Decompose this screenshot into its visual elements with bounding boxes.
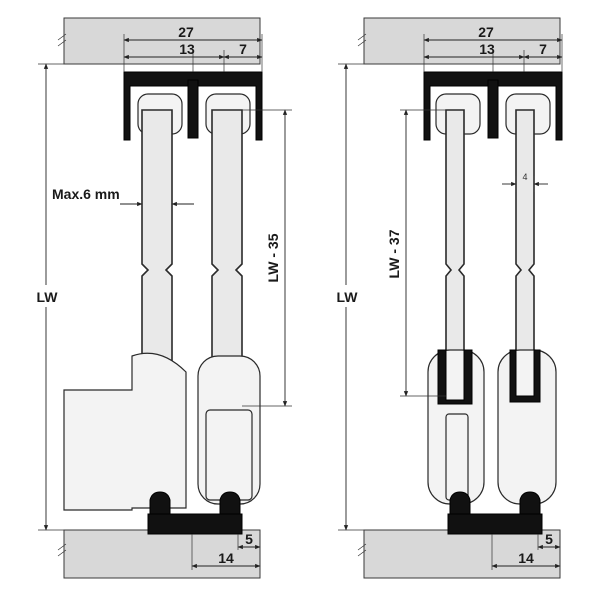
right-top-rail [423, 71, 563, 141]
right-glass-panels [445, 109, 535, 397]
right-glass-height-dimension [400, 109, 446, 397]
left-ceiling-break [57, 33, 67, 47]
left-lw-dimension [34, 63, 64, 531]
right-top-dimensions [423, 34, 563, 72]
left-top-dimensions [123, 34, 263, 72]
left-dim-13: 13 [179, 41, 195, 57]
left-dim-glass-height: LW - 35 [265, 233, 281, 282]
left-dim-27: 27 [178, 24, 194, 40]
left-glass-height-dimension [242, 109, 292, 407]
left-dim-thickness: Max.6 mm [52, 186, 120, 202]
right-lw-dimension [334, 63, 364, 531]
right-dim-5: 5 [545, 531, 553, 547]
left-floor [63, 529, 261, 579]
right-dim-thickness: 4 [522, 172, 527, 182]
left-view: 27 13 7 LW LW - 35 Max.6 mm [34, 17, 292, 579]
right-thickness-dimension [502, 176, 548, 192]
left-bottom-guide [63, 352, 261, 535]
right-floor-break [357, 543, 367, 557]
right-bottom-dimensions [491, 534, 561, 570]
left-dim-5: 5 [245, 531, 253, 547]
left-dim-lw: LW [37, 289, 59, 305]
right-dim-13: 13 [479, 41, 495, 57]
right-dim-14: 14 [518, 550, 534, 566]
right-bottom-guide [427, 349, 557, 535]
right-dim-7: 7 [539, 41, 547, 57]
left-dim-14: 14 [218, 550, 234, 566]
right-dim-glass-height: LW - 37 [386, 229, 402, 278]
right-ceiling-break [357, 33, 367, 47]
left-dim-7: 7 [239, 41, 247, 57]
left-floor-break [57, 543, 67, 557]
right-view: 27 13 7 LW LW - 37 4 [334, 17, 563, 579]
right-dim-27: 27 [478, 24, 494, 40]
left-bottom-dimensions [191, 534, 261, 570]
right-dim-lw: LW [337, 289, 359, 305]
